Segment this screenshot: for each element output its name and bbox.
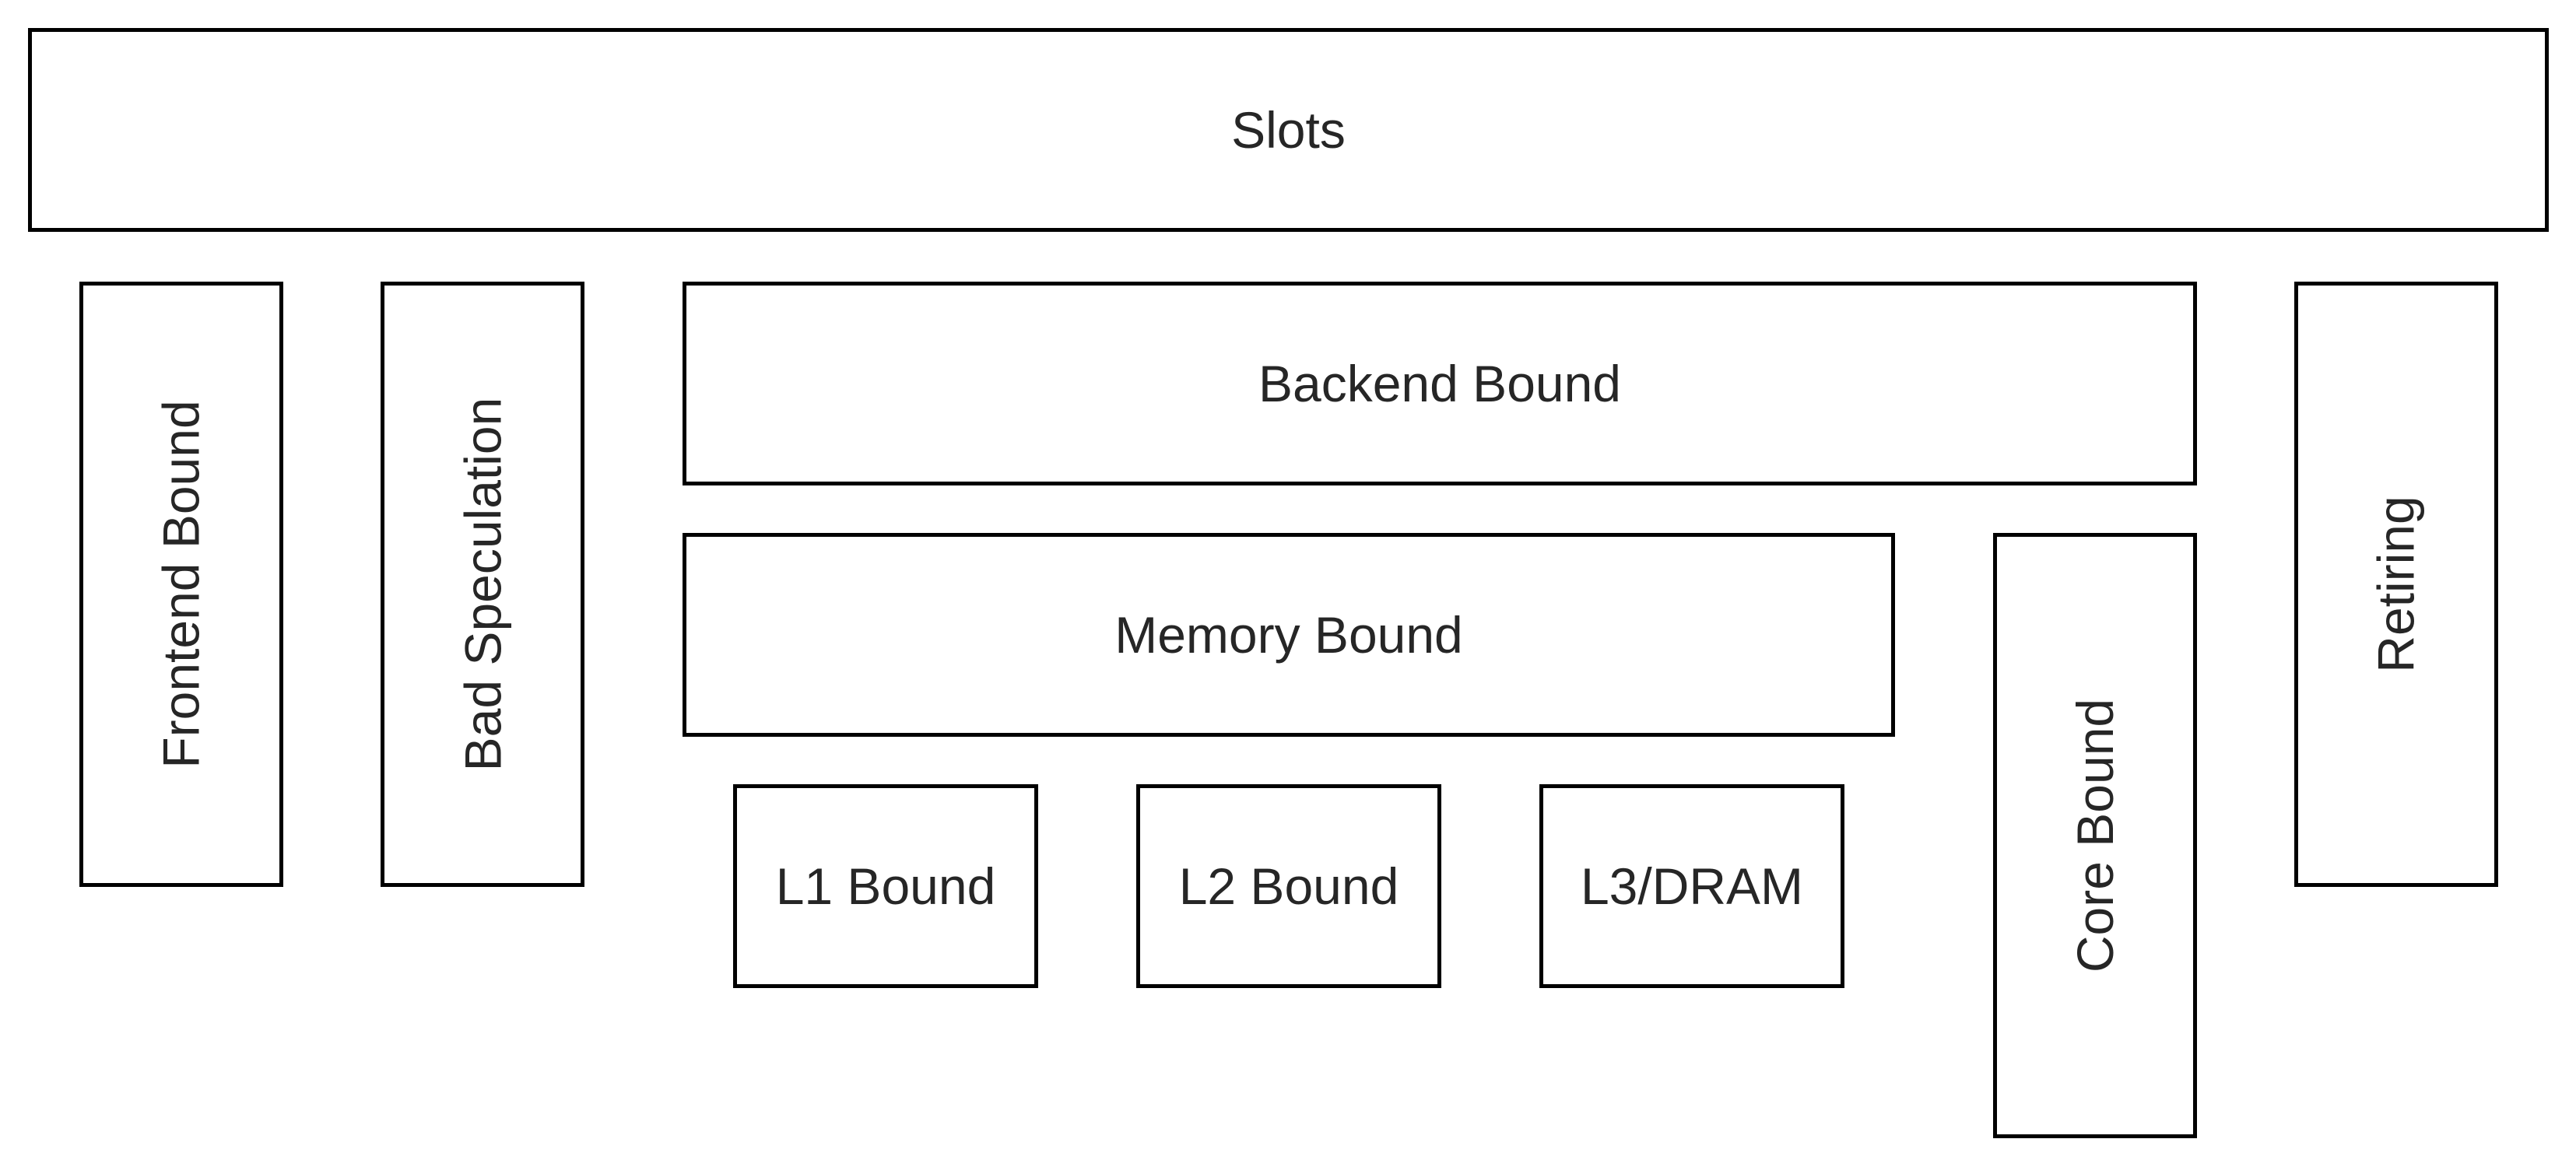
retiring-label: Retiring — [2367, 496, 2425, 673]
backend-bound-box: Backend Bound — [683, 282, 2197, 485]
l2-bound-label: L2 Bound — [1178, 857, 1399, 915]
core-bound-box: Core Bound — [1993, 533, 2197, 1138]
bad-speculation-box: Bad Speculation — [381, 282, 584, 887]
l3-dram-box: L3/DRAM — [1539, 784, 1844, 988]
retiring-box: Retiring — [2294, 282, 2498, 887]
frontend-bound-label: Frontend Bound — [153, 400, 210, 769]
core-bound-label: Core Bound — [2066, 698, 2124, 973]
l1-bound-label: L1 Bound — [775, 857, 996, 915]
backend-bound-label: Backend Bound — [1258, 355, 1622, 412]
l1-bound-box: L1 Bound — [733, 784, 1038, 988]
l3-dram-label: L3/DRAM — [1580, 857, 1804, 915]
memory-bound-label: Memory Bound — [1114, 606, 1463, 664]
memory-bound-box: Memory Bound — [683, 533, 1895, 737]
slots-box: Slots — [28, 28, 2549, 232]
frontend-bound-box: Frontend Bound — [79, 282, 283, 887]
bad-speculation-label: Bad Speculation — [454, 397, 512, 772]
l2-bound-box: L2 Bound — [1136, 784, 1441, 988]
slots-label: Slots — [1231, 101, 1346, 159]
